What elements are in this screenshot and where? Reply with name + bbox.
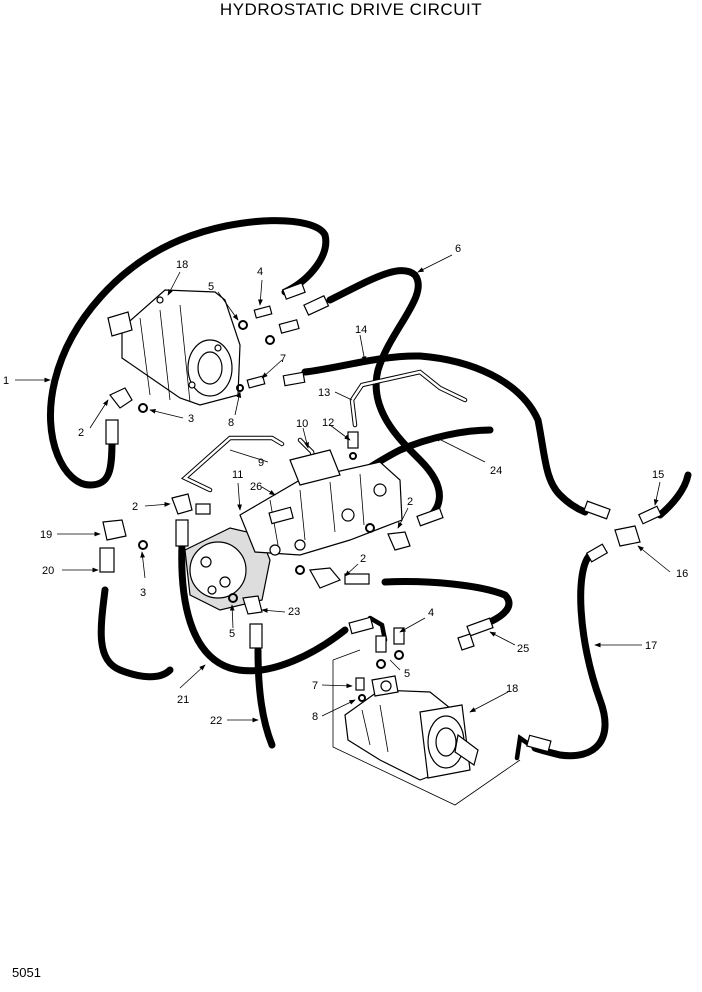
- callout-8-lower: 8: [312, 711, 318, 723]
- callout-18-upper: 18: [176, 259, 188, 271]
- callout-7-lower: 7: [312, 680, 318, 692]
- hose-17: [531, 551, 609, 760]
- callout-17: 17: [645, 640, 657, 652]
- callout-22: 22: [210, 715, 222, 727]
- callout-5-lower-left: 5: [229, 628, 235, 640]
- callout-24: 24: [490, 465, 502, 477]
- callout-26: 26: [250, 481, 262, 493]
- page-number: 5051: [12, 965, 41, 980]
- hoses: [47, 217, 692, 760]
- callout-2-lower: 2: [360, 553, 366, 565]
- callout-2-upper-left: 2: [78, 427, 84, 439]
- callout-13: 13: [318, 387, 330, 399]
- callout-8-upper: 8: [228, 417, 234, 429]
- fittings: [99, 282, 662, 753]
- callout-15: 15: [652, 469, 664, 481]
- callout-6: 6: [455, 243, 461, 255]
- tube-bottom-valve: [367, 615, 388, 643]
- callout-5-lower-right: 5: [404, 668, 410, 680]
- leader-lines: [15, 254, 671, 723]
- callout-11: 11: [232, 469, 243, 481]
- callout-12: 12: [322, 417, 334, 429]
- hose-1: [47, 217, 330, 489]
- hose-15: [656, 471, 692, 519]
- pump-assembly: [184, 449, 403, 611]
- callout-18-lower: 18: [506, 683, 518, 695]
- travel-motor-lower: [332, 649, 521, 806]
- hose-21: [178, 541, 349, 675]
- hose-6: [326, 267, 443, 524]
- callout-9: 9: [258, 457, 264, 469]
- hose-14: [301, 352, 589, 516]
- callout-5-upper: 5: [208, 281, 214, 293]
- callout-20: 20: [42, 565, 54, 577]
- callout-7-upper: 7: [280, 353, 286, 365]
- callout-2-right: 2: [407, 496, 413, 508]
- hose-20: [97, 586, 174, 681]
- hose-22: [254, 646, 276, 749]
- callout-1: 1: [3, 375, 9, 387]
- callout-3-upper: 3: [188, 413, 194, 425]
- diagram-title: HYDROSTATIC DRIVE CIRCUIT: [219, 0, 483, 19]
- tube-13: [349, 369, 468, 428]
- callout-23: 23: [288, 606, 300, 618]
- callout-4-upper: 4: [257, 266, 263, 278]
- callout-25: 25: [517, 643, 529, 655]
- callout-3-lower: 3: [140, 587, 146, 599]
- callout-2-left: 2: [132, 501, 138, 513]
- hose-2-25: [381, 578, 513, 626]
- callout-16: 16: [676, 568, 688, 580]
- travel-motor-upper: [107, 289, 241, 406]
- callout-19: 19: [40, 529, 52, 541]
- callout-10: 10: [296, 418, 308, 430]
- callout-21: 21: [177, 694, 189, 706]
- tube-bottom-right: [514, 734, 533, 761]
- callout-labels: 1 18 4 5 6 14 7 2 3 8 13 12 10 9 24 11 2…: [3, 243, 688, 727]
- callout-4-lower: 4: [428, 607, 434, 619]
- callout-14: 14: [355, 324, 367, 336]
